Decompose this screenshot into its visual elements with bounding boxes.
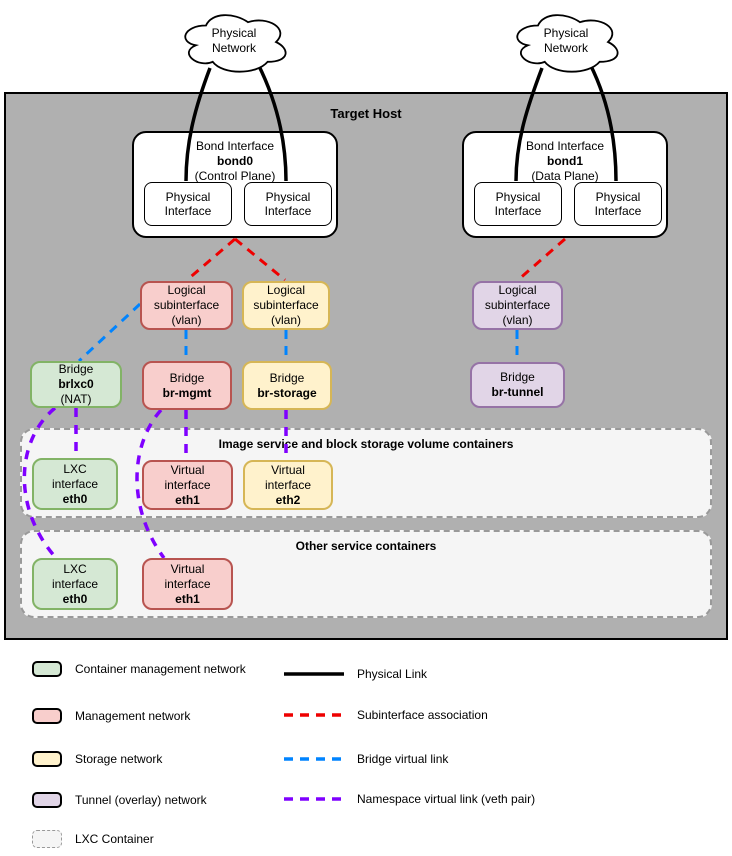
lxc-eth0-box-2: LXC interface eth0 (32, 558, 118, 610)
lxc-eth0-box-1: LXC interface eth0 (32, 458, 118, 510)
virtual-eth2-box: Virtual interface eth2 (243, 460, 333, 510)
bridge-label: Bridge (269, 370, 305, 385)
bridge-br-tunnel-box: Bridge br-tunnel (470, 362, 565, 408)
interface-name: eth0 (62, 591, 88, 606)
subinterface-line2: subinterface (484, 298, 551, 312)
legend-swatch-red (32, 708, 62, 724)
legend-line-solid-black (284, 672, 344, 676)
interface-type: Virtual (170, 561, 205, 576)
legend-row-physical-link: Physical Link (283, 667, 427, 681)
target-host-title: Target Host (330, 106, 402, 121)
bond0-name: bond0 (217, 154, 253, 168)
bond0-title: Bond Interface (195, 139, 275, 153)
subinterface-line1: Logical (498, 283, 537, 297)
legend-label: LXC Container (75, 831, 154, 846)
physical-interface-box: Physical Interface (574, 182, 662, 226)
physical-interface-box: Physical Interface (474, 182, 562, 226)
bridge-name: br-storage (257, 385, 317, 400)
interface-type: Virtual (271, 462, 305, 477)
legend-swatch-yellow (32, 751, 62, 767)
interface-type: LXC (63, 461, 87, 476)
interface-word: interface (51, 476, 99, 491)
cloud-label: Physical Network (543, 26, 589, 55)
legend-row-tunnel: Tunnel (overlay) network (32, 792, 255, 808)
interface-name: eth0 (62, 491, 88, 506)
legend-label: Container management network (75, 661, 246, 676)
virtual-eth1-box-2: Virtual interface eth1 (142, 558, 233, 610)
legend-row-bridge-link: Bridge virtual link (283, 752, 448, 766)
legend-label: Management network (75, 708, 191, 723)
legend-label: Namespace virtual link (veth pair) (357, 792, 536, 806)
physical-interface-box: Physical Interface (144, 182, 232, 226)
bond0-box: Bond Interface bond0 (Control Plane) Phy… (132, 131, 338, 238)
subinterface-line1: Logical (167, 283, 206, 297)
subinterface-line1: Logical (266, 283, 306, 297)
cloud-label: Physical Network (211, 26, 257, 55)
interface-word: interface (164, 477, 211, 492)
bond1-box: Bond Interface bond1 (Data Plane) Physic… (462, 131, 668, 238)
subinterface-storage-box: Logical subinterface (vlan) (242, 281, 330, 330)
bridge-name: br-tunnel (491, 385, 544, 399)
subinterface-mgmt-box: Logical subinterface (vlan) (140, 281, 233, 330)
interface-word: interface (51, 576, 99, 591)
interface-type: Virtual (170, 462, 205, 477)
section-title-image-storage: Image service and block storage volume c… (218, 437, 514, 451)
bridge-label: Bridge (169, 370, 205, 385)
bridge-note: (NAT) (60, 392, 92, 406)
legend-label: Tunnel (overlay) network (75, 792, 207, 807)
bridge-brlxc0-box: Bridge brlxc0 (NAT) (30, 361, 122, 408)
legend-label: Physical Link (357, 667, 428, 681)
subinterface-line3: (vlan) (270, 313, 301, 327)
legend-swatch-lxc (32, 830, 62, 848)
physical-interface-box: Physical Interface (244, 182, 332, 226)
subinterface-tunnel-box: Logical subinterface (vlan) (472, 281, 563, 330)
bond1-plane: (Data Plane) (531, 169, 599, 183)
legend-row-veth-link: Namespace virtual link (veth pair) (283, 792, 535, 806)
bond1-title: Bond Interface (525, 139, 605, 153)
bridge-br-storage-box: Bridge br-storage (242, 361, 332, 410)
subinterface-line2: subinterface (153, 298, 220, 312)
legend-line-dashed-purple (284, 797, 344, 801)
container-section-other: Other service containers (20, 530, 712, 618)
legend-row-lxc: LXC Container (32, 830, 255, 848)
interface-name: eth1 (175, 492, 200, 507)
interface-word: interface (264, 477, 312, 492)
interface-name: eth1 (175, 591, 200, 606)
legend-swatch-green (32, 661, 62, 677)
interface-word: interface (164, 576, 211, 591)
legend-row-mgmt: Management network (32, 708, 255, 724)
bond1-name: bond1 (547, 154, 583, 168)
virtual-eth1-box-1: Virtual interface eth1 (142, 460, 233, 510)
legend-label: Subinterface association (357, 708, 488, 722)
legend-label: Storage network (75, 751, 163, 766)
interface-type: LXC (63, 561, 87, 576)
legend-line-dashed-blue (284, 757, 344, 761)
legend-label: Bridge virtual link (357, 752, 449, 766)
bridge-name: br-mgmt (162, 385, 212, 400)
subinterface-line3: (vlan) (171, 313, 202, 327)
interface-name: eth2 (275, 492, 301, 507)
bridge-label: Bridge (58, 362, 94, 376)
legend-row-subif-assoc: Subinterface association (283, 708, 488, 722)
bond0-plane: (Control Plane) (194, 169, 276, 183)
bridge-br-mgmt-box: Bridge br-mgmt (142, 361, 232, 410)
legend-row-container-mgmt: Container management network (32, 661, 255, 677)
container-section-image-storage: Image service and block storage volume c… (20, 428, 712, 518)
legend-swatch-purple (32, 792, 62, 808)
bridge-label: Bridge (500, 370, 535, 384)
legend-line-dashed-red (284, 713, 344, 717)
subinterface-line2: subinterface (253, 298, 319, 312)
subinterface-line3: (vlan) (502, 313, 533, 327)
legend-row-storage: Storage network (32, 751, 255, 767)
bridge-name: brlxc0 (58, 377, 94, 391)
section-title-other: Other service containers (295, 539, 437, 553)
